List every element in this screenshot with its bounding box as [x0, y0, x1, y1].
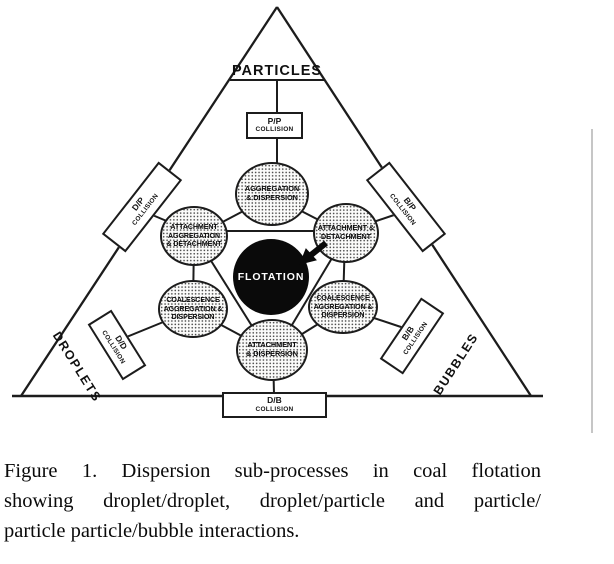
- circle-attachment-aggregation-detachment: ATTACHMENT AGGREGATION & DETACHMENT: [160, 206, 228, 266]
- circle-label-line: & DISPERSION: [246, 193, 298, 202]
- pp-collision-title: P/P: [267, 115, 282, 126]
- circle-label-line: DISPERSION: [321, 311, 365, 320]
- circle-label-line: ATTACHMENT: [170, 223, 218, 232]
- circle-label-line: DETACHMENT: [320, 232, 372, 241]
- db-collision-box: D/B COLLISION: [222, 392, 327, 418]
- circle-label-line: & DISPERSION: [246, 349, 298, 358]
- circle-label-line: COALESCENCE: [316, 294, 370, 303]
- circle-label-line: AGGREGATION: [168, 231, 220, 240]
- circle-label-line: & DETACHMENT: [166, 240, 222, 249]
- caption-line-2: showing droplet/droplet, droplet/particl…: [4, 490, 541, 512]
- circle-aggregation-dispersion: AGGREGATION & DISPERSION: [235, 162, 309, 226]
- circle-label-line: AGGREGATION &: [313, 302, 373, 311]
- circle-label-line: ATTACHMENT: [247, 340, 297, 350]
- circle-label-line: DISPERSION: [171, 313, 215, 322]
- flotation-triangle-diagram: PARTICLES DROPLETS BUBBLES P/P COLLISION…: [12, 6, 593, 433]
- particles-chord-and-stem: [230, 79, 324, 165]
- particles-label: PARTICLES: [231, 63, 323, 79]
- page-margin-line: [591, 129, 593, 433]
- circle-coalescence-left: COALESCENCE AGGREGATION & DISPERSION: [158, 280, 228, 338]
- caption-line-3: particle particle/bubble interactions.: [4, 520, 300, 542]
- pp-collision-box: P/P COLLISION: [246, 112, 303, 139]
- circle-label-line: ATTACHMENT &: [317, 223, 375, 233]
- pp-collision-subtitle: COLLISION: [255, 126, 294, 134]
- db-collision-subtitle: COLLISION: [255, 405, 294, 413]
- circle-attachment-detachment: ATTACHMENT & DETACHMENT: [313, 203, 379, 263]
- db-collision-title: D/B: [267, 395, 282, 406]
- caption-line-1: Figure 1. Dispersion sub-processes in co…: [4, 460, 541, 482]
- flotation-label: FLOTATION: [237, 271, 305, 283]
- circle-coalescence-right: COALESCENCE AGGREGATION & DISPERSION: [308, 280, 378, 334]
- circle-attachment-dispersion: ATTACHMENT & DISPERSION: [236, 319, 308, 381]
- circle-label-line: AGGREGATION &: [163, 304, 223, 313]
- circle-label-line: COALESCENCE: [166, 296, 220, 305]
- flotation-circle: FLOTATION: [233, 239, 309, 315]
- circle-label-line: AGGREGATION: [244, 184, 300, 194]
- figure-caption: Figure 1. Dispersion sub-processes in co…: [4, 456, 541, 546]
